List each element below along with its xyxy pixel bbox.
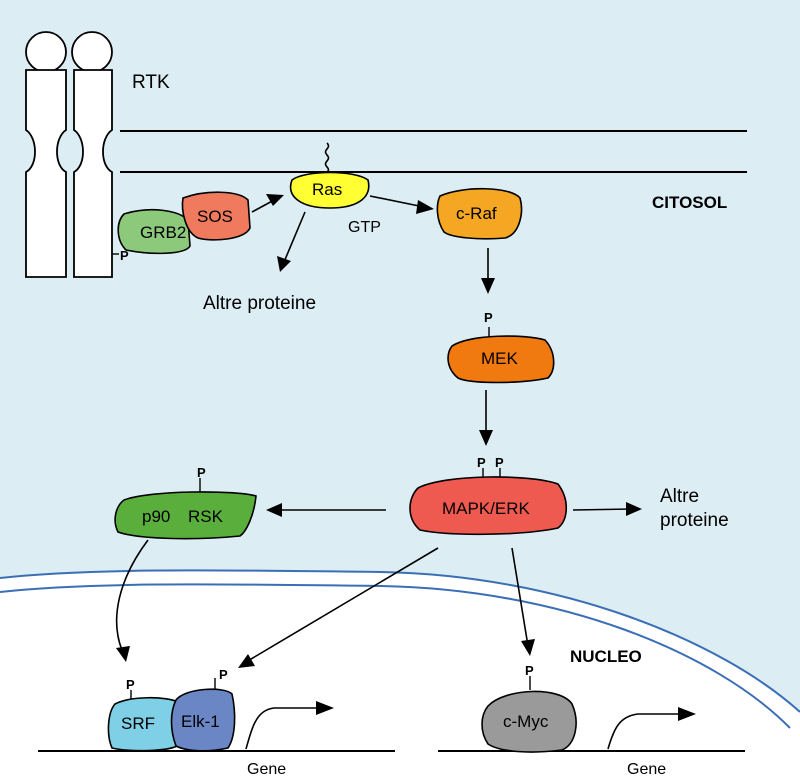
rtk-phospho-label: P (120, 248, 129, 263)
arrow-mapk-elk1 (245, 547, 439, 663)
mek-phospho-label: P (484, 310, 493, 325)
nucleo-label: NUCLEO (570, 647, 642, 666)
arrowhead-mapk-p90 (266, 503, 282, 517)
arrow-mapk-cmyc (511, 547, 529, 647)
arrowhead-p90-srf (116, 646, 130, 662)
p90-phospho-label: P (197, 465, 206, 480)
arrowhead-ras-craf (416, 200, 434, 214)
craf-node: c-Raf (436, 187, 523, 240)
arrow-ras-craf (369, 195, 425, 208)
cmyc-label: c-Myc (503, 712, 549, 731)
arrowhead-mapk-elk1 (238, 654, 255, 668)
tss-arrow-right (607, 713, 690, 750)
ras-node: Ras (289, 171, 370, 209)
cytosol-region (0, 0, 800, 712)
sos-label: SOS (197, 207, 233, 226)
rtk-receptor (25, 31, 113, 278)
arrowhead-mapk-altre (626, 502, 642, 516)
ras-label: Ras (312, 180, 342, 199)
tss-arrowhead-right (678, 707, 696, 721)
arrowhead-mek-mapk (479, 430, 493, 446)
mek-node: P MEK (447, 310, 555, 384)
arrowhead-sos-ras (266, 194, 284, 206)
altre-proteine-upper-label: Altre proteine (203, 293, 316, 314)
arrowhead-mapk-cmyc (521, 639, 535, 656)
pathway-arrows (115, 194, 642, 668)
srf-label: SRF (121, 714, 155, 733)
elk1-phospho-label: P (219, 667, 228, 682)
arrowhead-ras-altre (277, 256, 291, 272)
elk1-label: Elk-1 (181, 712, 220, 731)
arrow-ras-altre (283, 211, 306, 263)
rsk-label: RSK (188, 507, 224, 526)
ras-lipid-anchor (324, 142, 330, 173)
altre-proteine-right-line1: Altre (660, 486, 699, 507)
arrow-mapk-altre (572, 508, 633, 511)
citosol-label: CITOSOL (652, 193, 727, 212)
nuclear-envelope-outer (0, 569, 800, 713)
rtk-label: RTK (132, 72, 170, 93)
altre-proteine-right-line2: proteine (660, 510, 729, 531)
mapk-label: MAPK/ERK (442, 499, 531, 518)
tss-arrowhead-left (316, 701, 334, 715)
arrow-p90-srf (115, 539, 149, 651)
mapk-phospho-label-1: P (477, 455, 486, 470)
gtp-label: GTP (348, 219, 381, 236)
sos-node: SOS (181, 191, 251, 241)
tss-arrow-left (245, 707, 330, 750)
craf-label: c-Raf (456, 204, 497, 223)
grb2-label: GRB2 (140, 223, 186, 242)
srf-node: P SRF (107, 677, 181, 752)
p90-label: p90 (142, 507, 170, 526)
p90rsk-node: P p90 RSK (114, 465, 257, 540)
mapk-node: P P MAPK/ERK (409, 455, 568, 536)
arrowhead-craf-mek (481, 278, 495, 294)
cmyc-phospho-label: P (525, 663, 534, 678)
elk1-node: P Elk-1 (170, 667, 236, 752)
mek-label: MEK (481, 349, 519, 368)
gene-right-label: Gene (627, 761, 666, 778)
cmyc-node: P c-Myc (481, 663, 577, 753)
mapk-phospho-label-2: P (495, 455, 504, 470)
nuclear-envelope-inner (0, 583, 791, 729)
grb2-node: GRB2 (117, 208, 191, 255)
srf-phospho-label: P (126, 677, 135, 692)
gene-left-label: Gene (247, 761, 286, 778)
